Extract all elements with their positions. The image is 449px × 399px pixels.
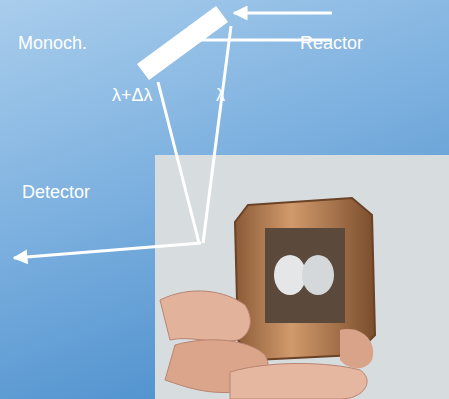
part-label: Monoch. — [18, 34, 87, 54]
reflected-beam — [158, 82, 199, 243]
detector-label: Detector — [22, 183, 90, 203]
wavelength-label: λ+Δλ — [112, 86, 153, 106]
monochromator-crystal — [137, 6, 228, 80]
photo — [155, 155, 449, 399]
wavelength-label: λ — [216, 86, 225, 106]
scattered-beam — [14, 243, 201, 258]
incoming-beam — [234, 12, 332, 15]
reflected-beam — [203, 26, 231, 243]
source-label: Reactor — [300, 34, 363, 54]
